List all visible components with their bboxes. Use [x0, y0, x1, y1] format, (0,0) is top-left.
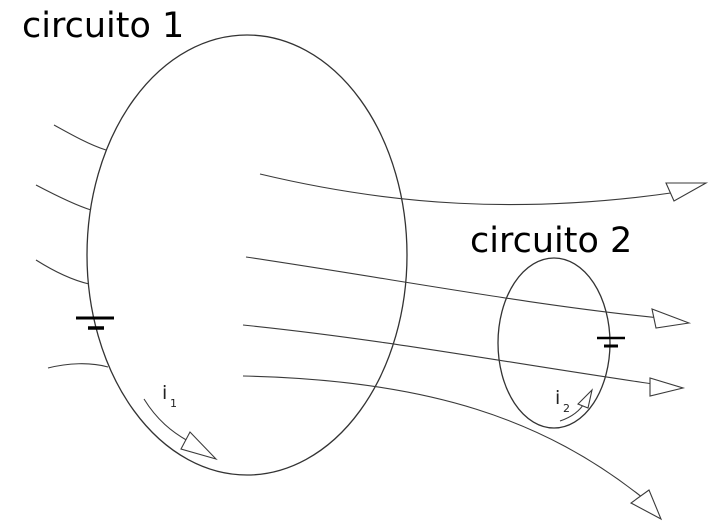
current-2-arrow-icon [559, 388, 593, 422]
field-line-left-4 [47, 363, 109, 369]
field-line-4 [242, 375, 644, 499]
circuit-1-title: circuito 1 [22, 6, 184, 46]
field-line-left-2 [35, 184, 92, 211]
circuit-1-loop [86, 34, 408, 476]
current-1-subscript: 1 [170, 397, 177, 410]
field-arrowhead-4 [629, 489, 663, 521]
field-arrowhead-3 [649, 377, 686, 397]
current-1-label: i [162, 382, 167, 404]
field-line-2 [245, 256, 661, 319]
battery-2-icon [597, 336, 625, 348]
field-line-3 [242, 324, 661, 386]
battery-1-icon [76, 316, 114, 330]
field-line-left-3 [35, 259, 90, 285]
field-line-1 [259, 173, 679, 206]
current-2-subscript: 2 [563, 402, 570, 415]
current-1-arrow-icon [143, 398, 218, 461]
field-line-left-1 [53, 124, 107, 151]
circuit-2-title: circuito 2 [470, 221, 632, 261]
field-arrowhead-1 [665, 182, 709, 202]
current-2-label: i [555, 387, 560, 409]
field-arrowhead-2 [651, 308, 692, 329]
circuit-2-loop [497, 257, 611, 429]
